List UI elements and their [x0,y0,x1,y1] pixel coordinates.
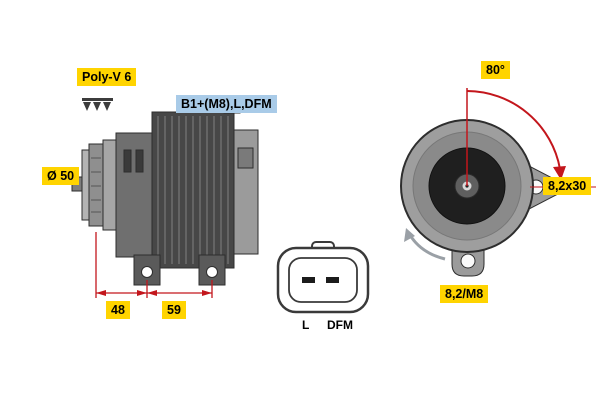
label-diameter: Ø 50 [42,167,80,185]
mounting-hole [206,266,218,278]
pulley [81,139,117,231]
connector-pin-dfm [326,277,339,283]
front-bracket [115,132,153,258]
label-mount-size: 8,2/M8 [440,285,489,303]
label-terminals: B1+(M8),L,DFM [176,95,277,113]
mounting-hole [141,266,153,278]
cooling-fins [151,111,235,269]
belt-profile-icon [82,98,113,111]
alternator-side-view [71,99,259,286]
label-poly-v: Poly-V 6 [77,68,137,86]
connector-inner-outline [288,257,358,303]
label-dimension-48: 48 [106,301,130,319]
dimension-arrowheads [96,290,212,296]
label-pin-dfm: DFM [327,318,353,332]
label-dimension-59: 59 [162,301,186,319]
angle-arc [466,90,561,170]
label-angle: 80° [481,61,510,79]
rotation-arrow [404,228,446,261]
m8-hole [460,253,476,269]
connector-outline [276,246,370,314]
label-pin-l: L [302,318,310,332]
label-slot-size: 8,2x30 [543,177,592,195]
connector-pinout [276,241,370,314]
alternator-front-view [400,119,559,277]
connector-pin-l [302,277,315,283]
rear-end-cap [233,129,259,255]
